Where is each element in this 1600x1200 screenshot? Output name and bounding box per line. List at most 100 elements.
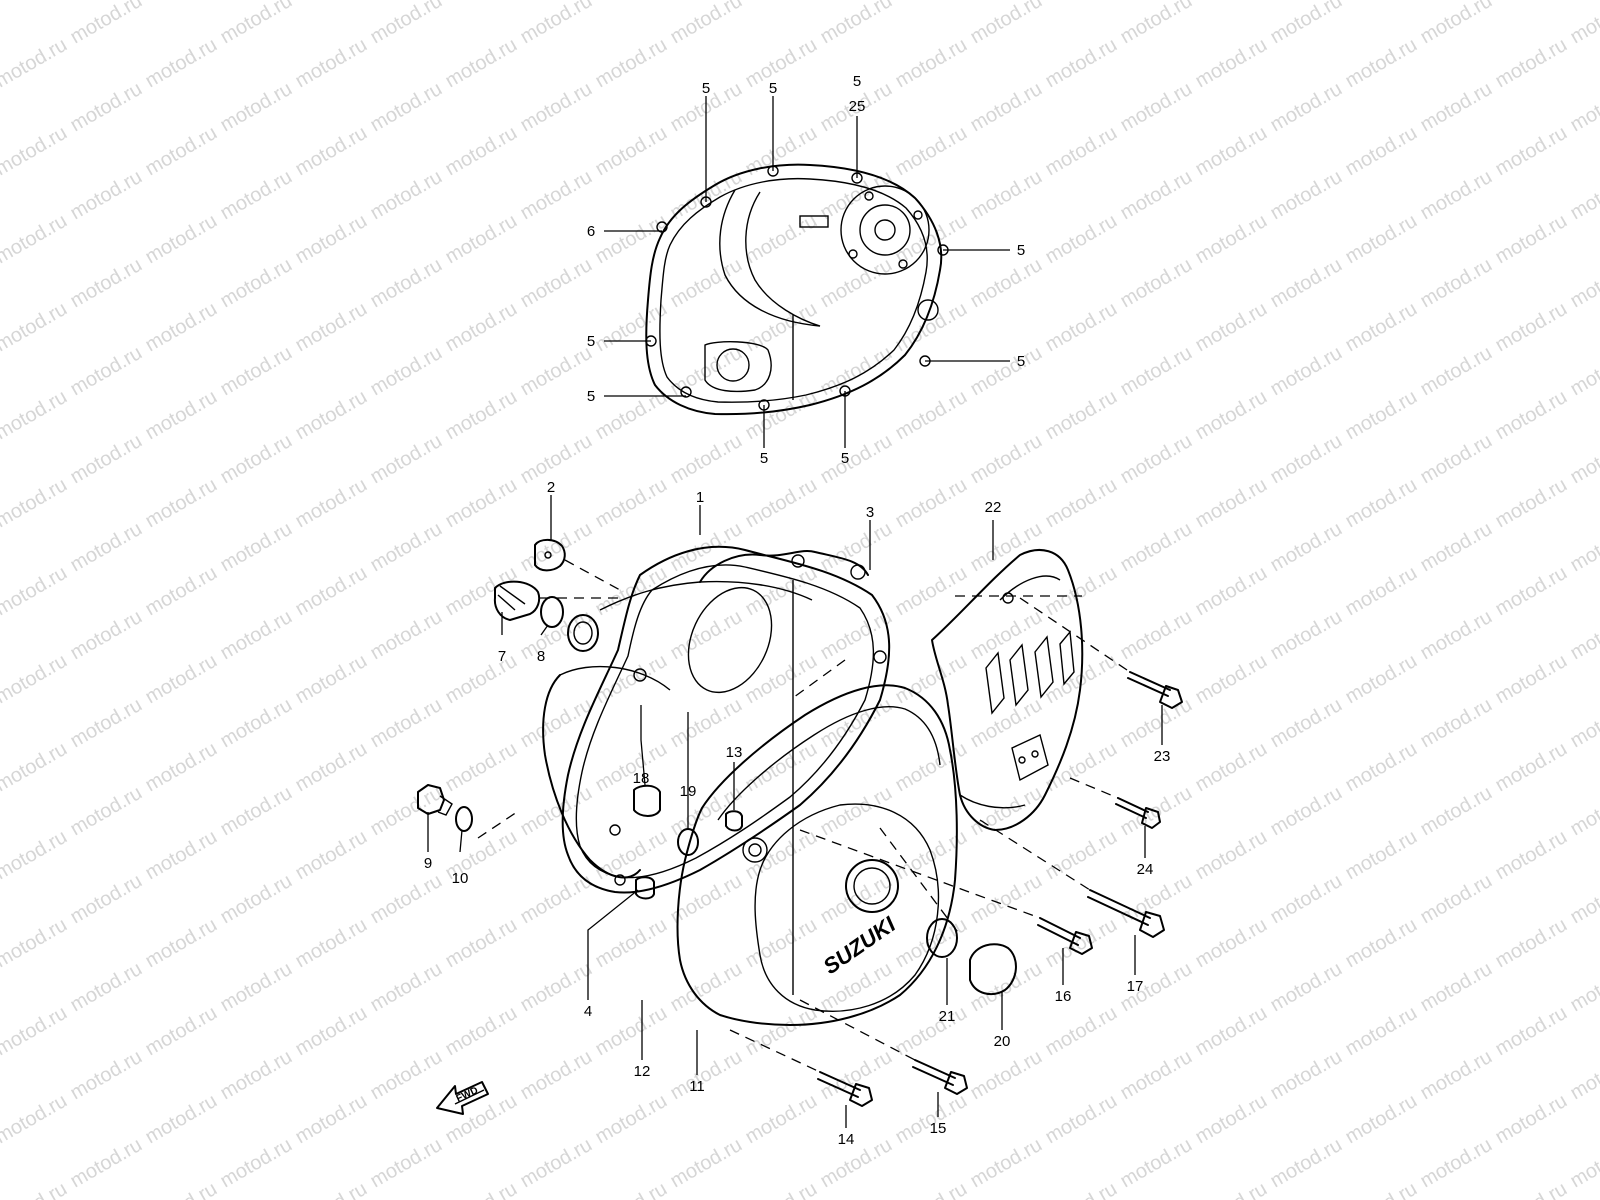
watermark-text: motod.ru: [1567, 1134, 1600, 1193]
watermark-text: motod.ru: [367, 870, 446, 929]
watermark-text: motod.ru: [1492, 826, 1571, 885]
bolt-24: [1115, 797, 1161, 829]
watermark-text: motod.ru: [442, 914, 521, 973]
clutch-cover-boss-1: [791, 554, 805, 568]
callout-1: 1: [696, 489, 704, 506]
watermark-text: motod.ru: [1567, 518, 1600, 577]
gasket-cover-plate: [840, 185, 930, 275]
watermark-text: motod.ru: [517, 430, 596, 489]
watermark-text: motod.ru: [592, 474, 671, 533]
watermark-text: motod.ru: [592, 122, 671, 181]
watermark-text: motod.ru: [592, 1090, 671, 1149]
watermark-text: motod.ru: [1417, 1134, 1496, 1193]
watermark-text: motod.ru: [442, 34, 521, 93]
watermark-text: motod.ru: [892, 122, 971, 181]
callout-5: 5: [760, 450, 768, 467]
watermark-text: motod.ru: [142, 34, 221, 93]
watermark-text: motod.ru: [517, 342, 596, 401]
watermark-text: motod.ru: [292, 738, 371, 797]
watermark-text: motod.ru: [1342, 34, 1421, 93]
watermark-text: motod.ru: [1342, 1178, 1421, 1200]
watermark-text: motod.ru: [1567, 254, 1600, 313]
small-parts: [417, 538, 1017, 996]
watermark-text: motod.ru: [817, 1134, 896, 1193]
watermark-text: motod.ru: [667, 606, 746, 665]
watermark-text: motod.ru: [0, 210, 71, 269]
watermark-text: motod.ru: [0, 1090, 71, 1149]
watermark-text: motod.ru: [0, 122, 71, 181]
watermark-text: motod.ru: [1342, 914, 1421, 973]
clutch-cover-boss-5: [614, 874, 626, 886]
watermark-text: motod.ru: [967, 1046, 1046, 1105]
watermark-text: motod.ru: [1342, 298, 1421, 357]
watermark-text: motod.ru: [1042, 1178, 1121, 1200]
watermark-text: motod.ru: [967, 694, 1046, 753]
watermark-text: motod.ru: [142, 738, 221, 797]
callouts: 5 5 5 25 6 5 5 5 5 5 5 1 2 3 22 7 8 23 1…: [424, 73, 1171, 1148]
watermark-text: motod.ru: [592, 34, 671, 93]
bolt-14: [817, 1071, 873, 1107]
watermark-text: motod.ru: [1417, 78, 1496, 137]
watermark-text: motod.ru: [1042, 34, 1121, 93]
watermark-text: motod.ru: [367, 518, 446, 577]
watermark-text: motod.ru: [1042, 562, 1121, 621]
watermark-text: motod.ru: [1117, 0, 1196, 48]
watermark-text: motod.ru: [1342, 738, 1421, 797]
watermark-text: motod.ru: [967, 958, 1046, 1017]
watermark-text: motod.ru: [142, 1178, 221, 1200]
watermark-text: motod.ru: [1192, 386, 1271, 445]
watermark-text: motod.ru: [1567, 0, 1600, 48]
watermark-text: motod.ru: [442, 562, 521, 621]
callout-18: 18: [633, 770, 650, 787]
watermark-text: motod.ru: [892, 1002, 971, 1061]
generator-cover-center-plug-inner: [853, 867, 891, 905]
watermark-text: motod.ru: [1567, 606, 1600, 665]
watermark-text: motod.ru: [217, 0, 296, 48]
callout-25: 25: [849, 98, 866, 115]
watermark-text: motod.ru: [442, 210, 521, 269]
guard-inner-edge: [999, 575, 1061, 601]
part-oil-seal: [567, 614, 599, 652]
watermark-text: motod.ru: [1192, 738, 1271, 797]
watermark-text: motod.ru: [517, 782, 596, 841]
watermark-text: motod.ru: [1417, 430, 1496, 489]
watermark-text: motod.ru: [1042, 738, 1121, 797]
watermark-text: motod.ru: [1117, 870, 1196, 929]
watermark-text: motod.ru: [1417, 694, 1496, 753]
watermark-text: motod.ru: [142, 474, 221, 533]
watermark-text: motod.ru: [217, 78, 296, 137]
watermark-text: motod.ru: [1492, 0, 1571, 4]
watermark-text: motod.ru: [1267, 430, 1346, 489]
callout-5: 5: [769, 80, 777, 97]
watermark-text: motod.ru: [667, 1134, 746, 1193]
callout-14: 14: [838, 1131, 855, 1148]
watermark-text: motod.ru: [1042, 386, 1121, 445]
watermark-text: motod.ru: [592, 386, 671, 445]
callout-12: 12: [634, 1063, 651, 1080]
watermark-text: motod.ru: [67, 254, 146, 313]
watermark-text: motod.ru: [1117, 254, 1196, 313]
part-8-o-ring: [540, 596, 564, 628]
watermark-text: motod.ru: [1042, 210, 1121, 269]
gasket-outline: [645, 163, 943, 416]
guard-slot-1: [1009, 643, 1029, 707]
watermark-text: motod.ru: [817, 430, 896, 489]
watermark-text: motod.ru: [1192, 826, 1271, 885]
watermark-text: motod.ru: [1117, 78, 1196, 137]
watermark-text: motod.ru: [742, 122, 821, 181]
watermark-text: motod.ru: [367, 1046, 446, 1105]
watermark-text: motod.ru: [592, 1178, 671, 1200]
watermark-text: motod.ru: [367, 694, 446, 753]
callout-8: 8: [537, 648, 545, 665]
watermark-text: motod.ru: [667, 430, 746, 489]
watermark-text: motod.ru: [142, 562, 221, 621]
watermark-text: motod.ru: [967, 166, 1046, 225]
generator-cover-rim: [717, 706, 941, 821]
generator-cover-outer: [676, 684, 958, 1026]
part-2-clip: [534, 538, 566, 572]
watermark-text: motod.ru: [142, 1090, 221, 1149]
watermark-text: motod.ru: [742, 0, 821, 4]
watermark-text: motod.ru: [1342, 122, 1421, 181]
watermark-text: motod.ru: [1567, 870, 1600, 929]
